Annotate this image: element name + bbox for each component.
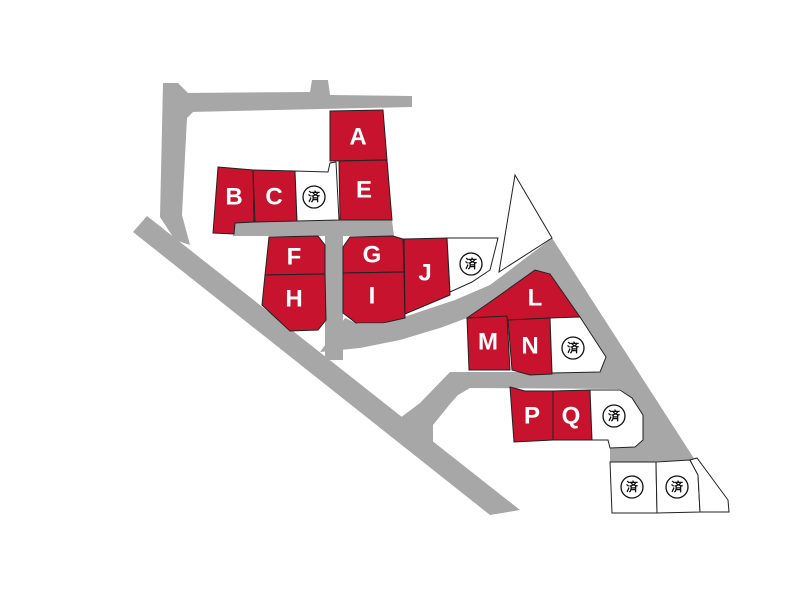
sold-badge: 済 <box>602 404 626 428</box>
lot-g[interactable]: G <box>342 235 405 274</box>
road-inner-horizontal <box>233 220 394 360</box>
svg-text:済: 済 <box>671 479 684 494</box>
road-curved <box>320 238 558 352</box>
road-top <box>178 80 412 112</box>
sold-badge: 済 <box>302 185 326 209</box>
sold-badge: 済 <box>561 336 585 360</box>
lot-q[interactable]: Q <box>552 389 593 441</box>
sold-badge: 済 <box>665 475 689 499</box>
svg-text:済: 済 <box>608 408 621 423</box>
lot-n[interactable]: N <box>507 317 553 376</box>
lot-triangle-south[interactable] <box>689 457 730 513</box>
svg-text:F: F <box>287 244 302 271</box>
svg-text:P: P <box>524 403 540 430</box>
lot-p[interactable]: P <box>509 386 554 443</box>
svg-text:C: C <box>265 184 282 211</box>
lot-e[interactable]: E <box>338 159 393 221</box>
svg-text:済: 済 <box>626 479 639 494</box>
svg-text:済: 済 <box>567 340 580 355</box>
lot-sold-5[interactable]: 済 <box>609 461 658 514</box>
lot-f[interactable]: F <box>264 235 326 276</box>
svg-text:B: B <box>225 184 242 211</box>
lot-c[interactable]: C <box>252 169 298 223</box>
svg-text:H: H <box>285 286 302 313</box>
road-left-vertical <box>160 83 195 245</box>
svg-text:I: I <box>369 283 376 310</box>
svg-text:A: A <box>349 124 366 151</box>
svg-text:L: L <box>528 285 543 312</box>
svg-text:N: N <box>521 333 538 360</box>
sold-badge: 済 <box>620 475 644 499</box>
lots: A B C 済 E F H G I J 済 L M N 済 P Q 済 済 済 <box>212 109 730 514</box>
lot-m[interactable]: M <box>466 315 511 371</box>
lot-h[interactable]: H <box>261 273 327 332</box>
lot-sold-6[interactable]: 済 <box>655 459 701 514</box>
svg-text:M: M <box>478 329 498 356</box>
lot-sold-3[interactable]: 済 <box>549 316 607 374</box>
lot-triangle-north[interactable] <box>498 173 553 274</box>
svg-text:G: G <box>363 242 382 269</box>
svg-text:済: 済 <box>308 189 321 204</box>
roads <box>133 80 695 515</box>
lot-sold-2[interactable]: 済 <box>446 237 499 293</box>
svg-text:E: E <box>356 177 372 204</box>
svg-text:Q: Q <box>562 403 581 430</box>
lot-a[interactable]: A <box>329 109 388 162</box>
svg-text:J: J <box>418 260 431 287</box>
svg-text:済: 済 <box>465 256 478 271</box>
lot-sold-4[interactable]: 済 <box>589 389 644 449</box>
lot-sold-1[interactable]: 済 <box>294 161 340 222</box>
lot-i[interactable]: I <box>342 271 406 324</box>
sold-badge: 済 <box>459 252 483 276</box>
lot-j[interactable]: J <box>403 237 451 315</box>
road-right-diagonal <box>400 238 695 463</box>
